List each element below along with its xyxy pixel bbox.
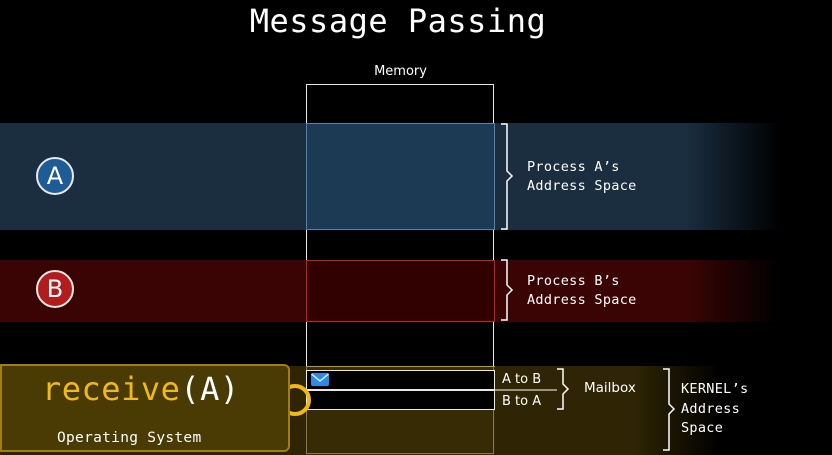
- process-a-label-line-1: Process A’s: [527, 159, 620, 175]
- process-b-label-line-2: Address Space: [527, 292, 637, 308]
- kernel-address-space-label: KERNEL’s Address Space: [681, 380, 748, 439]
- process-a-memory-segment: [306, 123, 495, 230]
- kernel-label-line-3: Space: [681, 420, 724, 436]
- memory-label: Memory: [374, 64, 427, 79]
- process-b-bracket: [501, 259, 514, 321]
- mailbox-label: Mailbox: [584, 380, 636, 396]
- kernel-label-line-1: KERNEL’s: [681, 381, 749, 397]
- operating-system-box: [0, 364, 290, 452]
- process-b-memory-segment: [306, 260, 495, 322]
- diagram-title: Message Passing: [249, 2, 547, 40]
- process-b-circle: B: [36, 270, 74, 308]
- process-b-label-line-1: Process B’s: [527, 273, 620, 289]
- process-a-address-space-label: Process A’s Address Space: [527, 158, 637, 196]
- process-a-circle: A: [36, 157, 74, 195]
- mailbox-slot-b-to-a: [306, 390, 495, 410]
- mailbox-slot-a-to-b: [306, 370, 495, 390]
- mailbox-bracket: [557, 368, 570, 410]
- operating-system-label: Operating System: [57, 430, 202, 446]
- envelope-icon: [311, 373, 329, 386]
- receive-argument: A: [200, 370, 220, 408]
- kernel-bracket: [663, 368, 676, 451]
- receive-function: receive: [42, 370, 181, 408]
- process-a-bracket: [501, 123, 514, 230]
- process-a-label-line-2: Address Space: [527, 178, 637, 194]
- process-b-address-space-label: Process B’s Address Space: [527, 272, 637, 310]
- receive-close-paren: ): [219, 370, 240, 408]
- receive-open-paren: (: [180, 370, 201, 408]
- receive-call: receive(A): [42, 370, 240, 408]
- slot-label-b-to-a: B to A: [502, 394, 542, 409]
- kernel-label-line-2: Address: [681, 400, 740, 417]
- slot-label-a-to-b: A to B: [502, 372, 542, 387]
